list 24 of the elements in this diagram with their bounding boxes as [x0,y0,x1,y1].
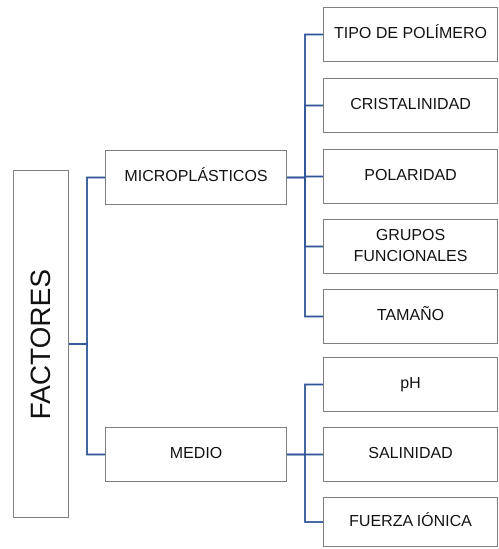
node-label: MICROPLÁSTICOS [124,167,268,188]
node-label: TIPO DE POLÍMERO [334,24,487,44]
node-label: MEDIO [170,444,222,464]
node-label: POLARIDAD [364,166,457,186]
node-label: CRISTALINIDAD [350,95,471,116]
category-box [13,170,69,518]
category-box [323,78,498,133]
category-box [323,427,498,482]
node-label: GRUPOS FUNCIONALES [352,226,468,266]
node-label: pH [400,374,421,394]
node-label: FUERZA IÓNICA [349,512,472,532]
node-label: SALINIDAD [368,444,453,464]
connector-line [287,454,323,523]
category-box [323,289,498,344]
connector-line [69,343,105,456]
category-box [105,427,287,482]
category-box [105,150,287,205]
category-box [323,149,498,204]
category-box [323,7,498,62]
node-label: TAMAÑO [376,306,444,326]
node-label: FACTORES [24,268,57,420]
category-box [323,497,498,547]
category-box [323,357,498,412]
category-box [323,219,498,274]
